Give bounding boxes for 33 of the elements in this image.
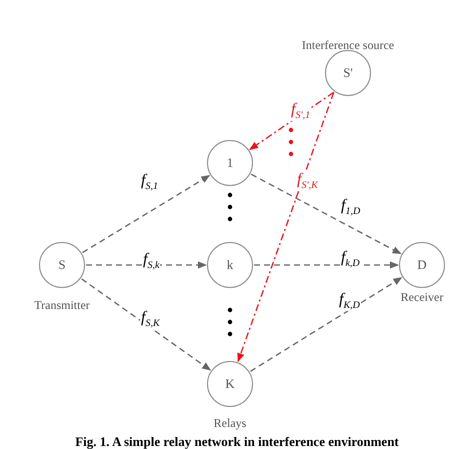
edge-label: f$_{1,D}$: [340, 198, 362, 218]
arrow: [86, 261, 207, 269]
node-label: S': [343, 65, 353, 81]
edge-label: f$_{S',K}$: [296, 172, 319, 192]
node-caption: Relays: [214, 416, 246, 431]
arrow: [82, 174, 210, 254]
node-caption: Interference source: [302, 38, 394, 53]
node-label: S: [58, 257, 66, 273]
figure-caption: Fig. 1. A simple relay network in interference environment: [74, 434, 400, 449]
node-circle: [207, 140, 253, 186]
edge-label: f$_{S,K}$: [140, 310, 161, 330]
edge-label: f$_{S,k}$: [142, 252, 160, 272]
node-label: K: [225, 376, 235, 392]
node-label: 1: [226, 155, 234, 171]
edge-label: f$_{k,D}$: [340, 250, 361, 270]
node-label: k: [226, 257, 234, 273]
arrow: [250, 277, 402, 372]
arrow: [237, 92, 334, 362]
arrow: [249, 92, 334, 150]
node-circle: [207, 361, 253, 407]
arrow: [254, 261, 399, 269]
arrow: [250, 174, 402, 254]
node-caption: Receiver: [400, 290, 444, 305]
node-caption: Transmitter: [34, 298, 90, 313]
node-circle: [39, 242, 85, 288]
edge-label: f$_{S,1}$: [140, 173, 159, 192]
node-circle: [399, 242, 445, 288]
node-circle: [325, 50, 371, 96]
edge-label: f$_{K,D}$: [338, 292, 361, 312]
edge-label: f$_{S',1}$: [290, 102, 312, 122]
node-circle: [207, 242, 253, 288]
arrow: [81, 278, 212, 371]
node-label: D: [417, 257, 427, 273]
